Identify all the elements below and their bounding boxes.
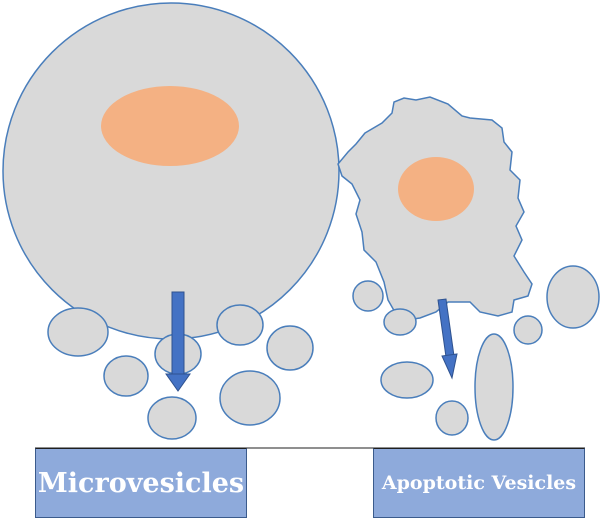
apoptotic-vesicle [352,280,384,312]
apoptotic-cell-nucleus [398,157,474,221]
large-cell [2,2,340,340]
apoptotic-vesicle [546,265,600,329]
microvesicle [216,304,264,346]
apoptotic-vesicle [474,333,514,441]
apoptotic-vesicles-label-text: Apoptotic Vesicles [381,472,577,494]
large-cell-nucleus [101,86,239,166]
microvesicle [266,325,314,371]
apoptotic-vesicle [435,400,469,436]
microvesicles-label: Microvesicles [35,448,247,518]
microvesicle-arrow [165,291,191,392]
apoptotic-vesicle [383,308,417,336]
apoptotic-vesicle [380,361,434,399]
microvesicle [147,396,197,440]
apoptotic-vesicle [513,315,543,345]
apoptotic-vesicles-label: Apoptotic Vesicles [373,448,585,518]
microvesicle [219,370,281,426]
microvesicles-label-text: Microvesicles [37,467,245,499]
apoptotic-arrow [437,298,458,380]
microvesicle [47,307,109,357]
microvesicle [103,355,149,397]
